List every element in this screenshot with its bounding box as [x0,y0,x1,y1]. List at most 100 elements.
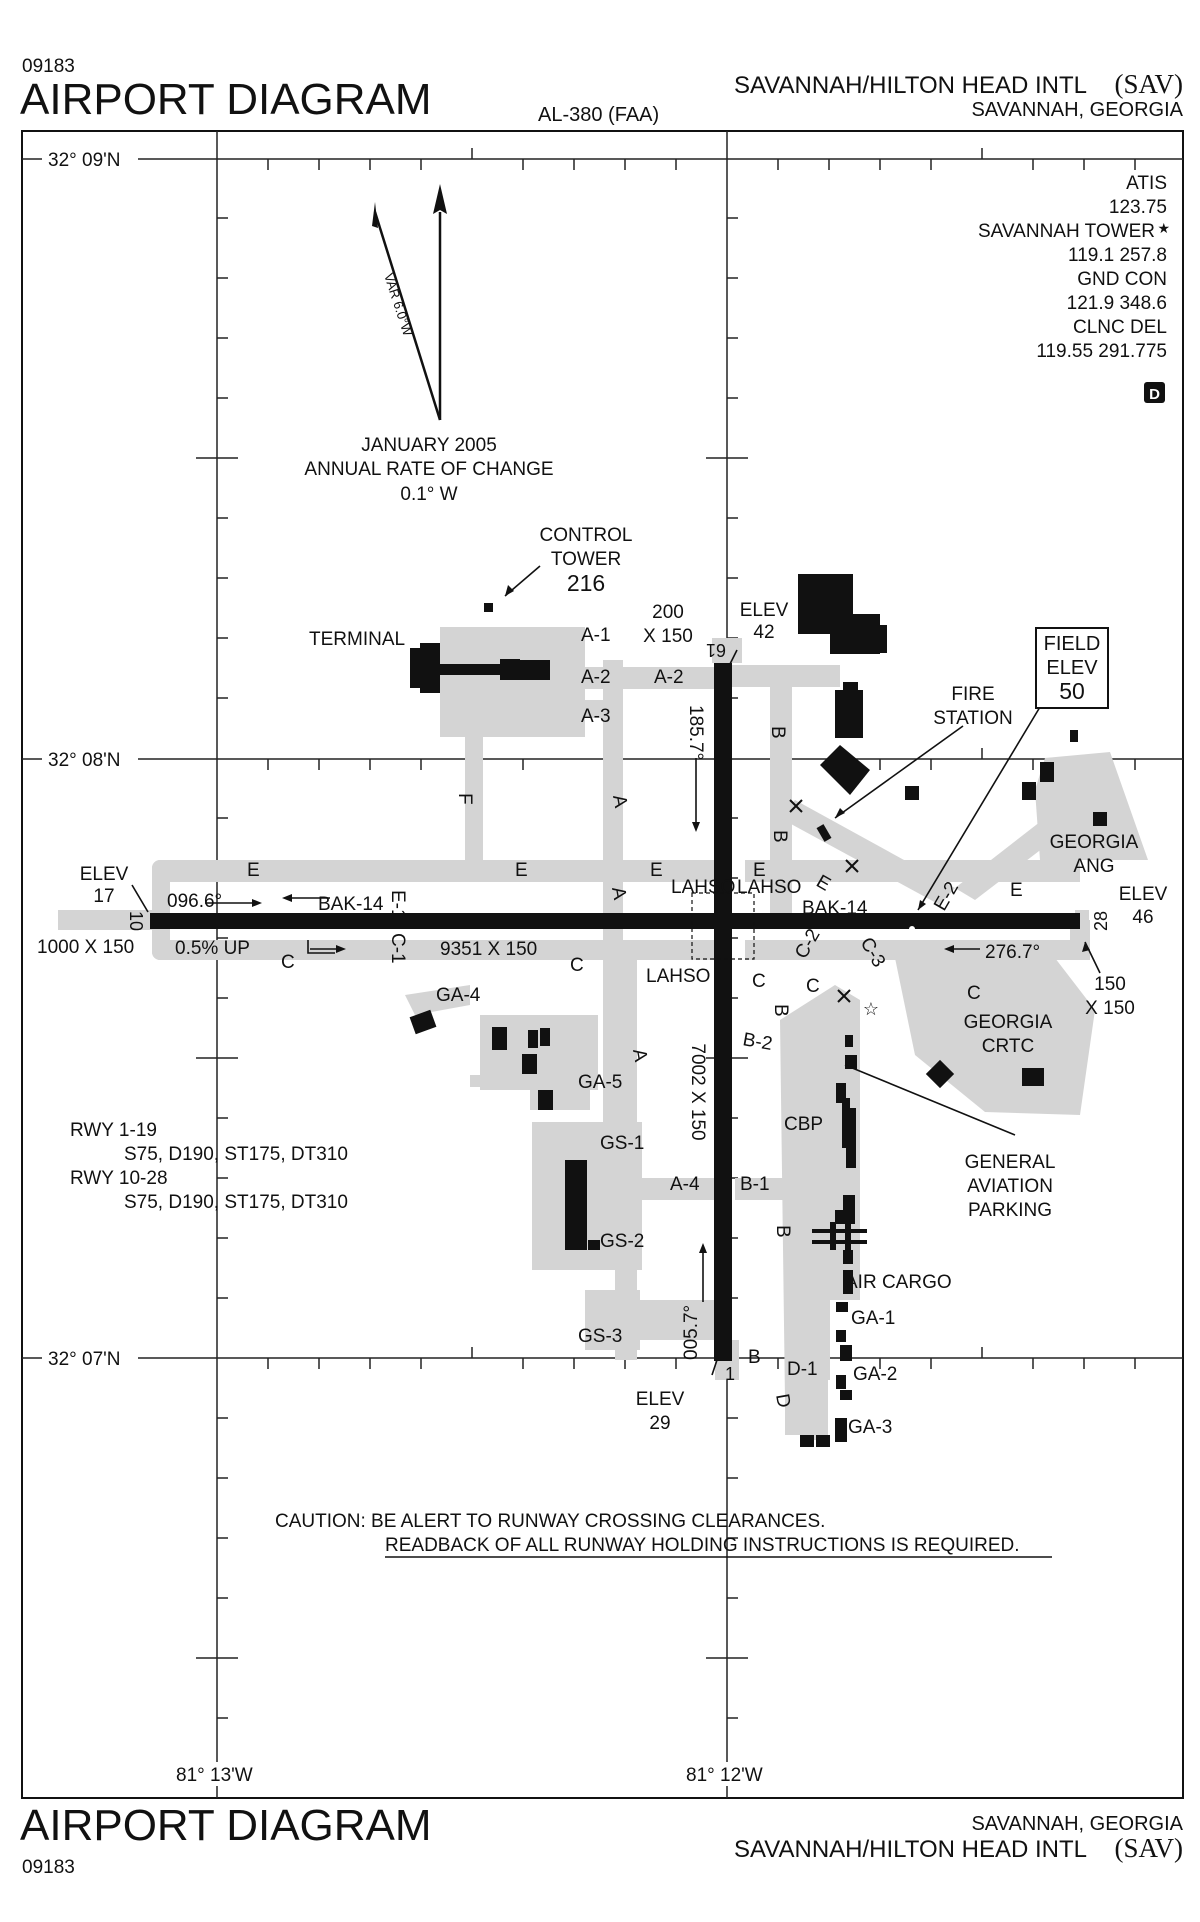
taxiway-e1: E-1 [387,890,408,920]
arrow-heads-icon [252,585,1090,1253]
rwy19-dims-2: X 150 [643,626,693,647]
taxiway-e-1: E [247,860,260,881]
tower-label: SAVANNAH TOWER [978,221,1155,242]
rwy10-stub-dims: 1000 X 150 [37,937,134,958]
north-arrow-icon [372,184,447,421]
taxiway-e-4: E [753,860,766,881]
taxiway-f: F [454,793,475,805]
buildings [409,574,1107,1447]
taxiway-b-2: B [769,830,790,843]
georgia-crtc-label-1: GEORGIA [964,1012,1053,1033]
d-symbol-text: D [1149,386,1160,403]
field-elev-label-2: ELEV [1046,657,1098,679]
lat-label-mid: 32° 08'N [48,750,121,771]
taxiway-b-1: B [767,726,788,739]
d-symbol-icon [1144,382,1165,403]
ga-parking-label-2: AVIATION [967,1176,1053,1197]
rwy19-dims-1: 200 [652,602,684,623]
heading-096: 096.6° [167,891,222,912]
taxiway-a2-east: A-2 [654,667,684,688]
closed-marks-icon [789,799,859,1003]
ga-parking-label-1: GENERAL [965,1152,1056,1173]
taxiway-a-mid2: A [607,885,630,901]
atis-freq: 123.75 [1109,197,1167,218]
elev-17-value: 17 [93,886,114,907]
elev-29-value: 29 [649,1413,670,1434]
slope-label: 0.5% UP [175,938,250,959]
rwy-1-number: 1 [725,1364,735,1384]
control-tower-label-1: CONTROL [540,525,633,546]
lahso-label-1: LAHSO [671,877,735,898]
fire-station-label-1: FIRE [951,684,994,705]
taxiway-b1: B-1 [740,1174,770,1195]
taxiway-gs2: GS-2 [600,1231,644,1252]
gnd-label: GND CON [1077,269,1167,290]
taxiway-a-mid1: A [608,793,631,809]
elev-17-label: ELEV [80,864,129,885]
taxiway-d1: D-1 [787,1359,818,1380]
taxiway-d: D [771,1392,794,1409]
taxiway-a4: A-4 [670,1174,700,1195]
rwy-19-number: 61 [706,640,726,660]
taxiway-c3: C-3 [856,934,889,971]
georgia-crtc-label-2: CRTC [982,1036,1034,1057]
rwy-10-28-strength-label: RWY 10-28 [70,1168,168,1189]
taxiway-ga4: GA-4 [436,985,481,1006]
taxiway-c-5: C [967,983,981,1004]
rwy-10-28-strength-values: S75, D190, ST175, DT310 [124,1192,348,1213]
diagram-frame [21,130,1184,1799]
rwy19-elev-label: ELEV [740,600,789,621]
taxiway-gs1: GS-1 [600,1133,644,1154]
caution-line-1: CAUTION: BE ALERT TO RUNWAY CROSSING CLE… [275,1511,825,1532]
air-cargo-label: AIR CARGO [845,1272,952,1293]
bak14-left: BAK-14 [318,894,384,915]
rwy28-stub-dims-2: X 150 [1085,998,1135,1019]
taxiway-a1: A-1 [581,625,611,646]
lon-label-right: 81° 12'W [686,1765,763,1786]
tower-star-icon: ★ [1157,220,1170,236]
elev-46-value: 46 [1132,907,1153,928]
footer-city-state: SAVANNAH, GEORGIA [971,1813,1183,1835]
variation-label: VAR 6.0°W [381,271,416,338]
rwy-1-19-strength-label: RWY 1-19 [70,1120,157,1141]
taxiway-e-2: E [515,860,528,881]
header-al-number: AL-380 (FAA) [538,104,659,126]
header-airport-id: (SAV) [1114,69,1183,99]
lahso-label-3: LAHSO [646,966,710,987]
lon-label-left: 81° 13'W [176,1765,253,1786]
heading-005: 005.7° [681,1305,702,1360]
rwy10-28-dims: 9351 X 150 [440,939,537,960]
atis-label: ATIS [1126,173,1167,194]
gnd-freq: 121.9 348.6 [1067,293,1167,314]
field-elev-box [1035,627,1109,709]
terminal-label: TERMINAL [309,629,405,650]
footer-title: AIRPORT DIAGRAM [20,1801,432,1850]
header-city-state: SAVANNAH, GEORGIA [971,99,1183,121]
header-airport-name: SAVANNAH/HILTON HEAD INTL [734,72,1087,99]
fire-station-label-2: STATION [933,708,1013,729]
taxiway-e-3: E [650,860,663,881]
rwy28-stub-dims-1: 150 [1094,974,1126,995]
taxiway-c-3: C [752,971,766,992]
field-elev-label-1: FIELD [1044,633,1101,655]
leader-lines [131,565,1101,1376]
taxiway-e-6: E [1010,880,1023,901]
bak14-right: BAK-14 [802,898,868,919]
lahso-box [691,892,755,960]
mag-rate-label: ANNUAL RATE OF CHANGE [304,459,553,480]
georgia-ang-label-2: ANG [1073,856,1114,877]
clnc-freq: 119.55 291.775 [1036,341,1167,362]
taxiway-b-4: B [772,1225,793,1238]
taxiway-c-4: C [806,976,820,997]
runway-1-19 [714,663,732,1361]
grid-ticks [196,148,1136,1719]
taxiway-ga5: GA-5 [578,1072,622,1093]
field-elev-point-icon [909,926,915,932]
taxiway-ga2: GA-2 [853,1364,897,1385]
cbp-label: CBP [784,1114,823,1135]
rwy1-19-dims: 7002 X 150 [687,1043,708,1140]
mag-date: JANUARY 2005 [361,435,497,456]
taxiway-c-1: C [281,952,295,973]
header-title: AIRPORT DIAGRAM [20,75,432,124]
